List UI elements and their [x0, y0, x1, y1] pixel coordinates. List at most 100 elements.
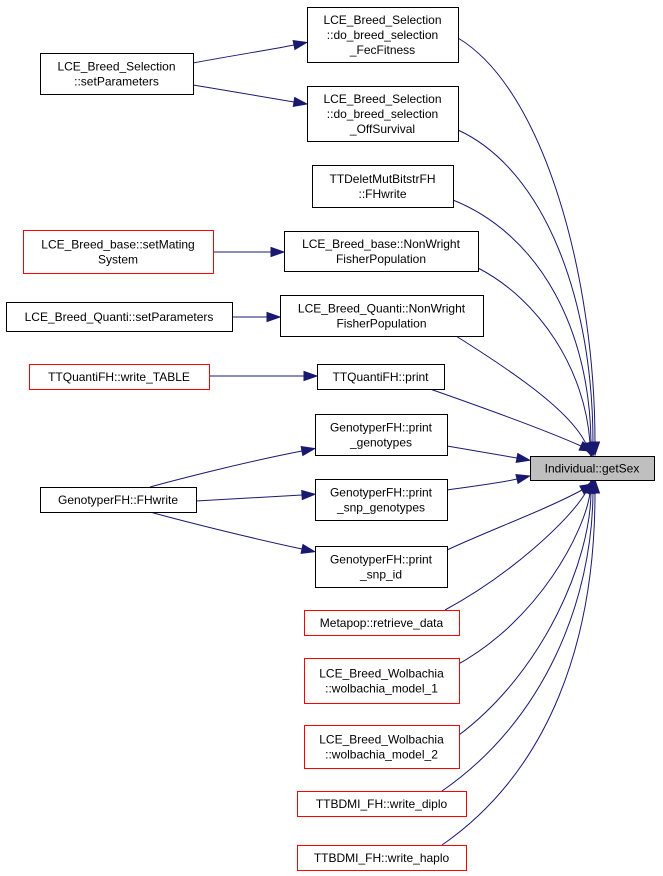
node-label-line: _OffSurvival	[349, 122, 415, 136]
edge-line	[441, 492, 594, 792]
node-sel_off[interactable]: LCE_Breed_Selection::do_breed_selection_…	[307, 86, 459, 142]
edge-line	[446, 478, 518, 491]
edge-ttq_print-to-getsex	[429, 388, 595, 452]
node-base_nonwright[interactable]: LCE_Breed_base::NonWrightFisherPopulatio…	[284, 231, 479, 272]
edge-geno_print_snp_id-to-getsex	[446, 483, 595, 551]
node-ttq_write_table[interactable]: TTQuantiFH::write_TABLE	[29, 364, 210, 390]
edge-line	[455, 335, 587, 445]
node-box	[315, 479, 448, 521]
edge-line	[446, 489, 583, 551]
arrowhead	[515, 452, 532, 464]
edge-line	[149, 450, 303, 488]
edge-sel_setparams-to-sel_fec	[192, 39, 309, 64]
node-label-line: LCE_Breed_Quanti::setParameters	[25, 310, 214, 324]
edge-base_setmating-to-base_nonwright	[213, 246, 286, 258]
edge-ttq_write_table-to-ttq_print	[209, 370, 319, 382]
node-geno_print_genotypes[interactable]: GenotyperFH::print_genotypes	[315, 414, 448, 456]
node-wolb1[interactable]: LCE_Breed_Wolbachia::wolbachia_model_1	[304, 658, 460, 704]
node-label-line: LCE_Breed_Selection	[323, 92, 441, 106]
node-quanti_setparams[interactable]: LCE_Breed_Quanti::setParameters	[6, 302, 233, 332]
node-label-line: FisherPopulation	[336, 252, 426, 266]
node-quanti_nonwright[interactable]: LCE_Breed_Quanti::NonWrightFisherPopulat…	[280, 295, 484, 337]
node-box	[284, 231, 479, 272]
edge-ttbdmi_diplo-to-getsex	[441, 478, 599, 792]
arrowhead	[300, 445, 317, 457]
node-box	[307, 86, 459, 142]
node-label-line: LCE_Breed_base::setMating	[41, 238, 194, 252]
node-box	[317, 364, 445, 390]
arrowhead	[292, 39, 309, 51]
edge-line	[195, 494, 303, 502]
node-metapop[interactable]: Metapop::retrieve_data	[304, 610, 460, 636]
node-label-line: ::wolbachia_model_1	[325, 682, 438, 696]
node-label-line: TTBDMI_FH::write_haplo	[314, 851, 450, 865]
arrowhead	[589, 478, 601, 494]
node-ttbdmi_haplo[interactable]: TTBDMI_FH::write_haplo	[297, 845, 467, 871]
node-label-line: ::wolbachia_model_2	[325, 748, 438, 762]
node-box	[297, 845, 467, 871]
node-geno_print_snp_genotypes[interactable]: GenotyperFH::print_snp_genotypes	[315, 479, 448, 521]
edge-line	[452, 199, 592, 444]
node-label-line: LCE_Breed_Selection	[323, 13, 441, 27]
edge-line	[149, 511, 303, 550]
edge-line	[192, 44, 295, 64]
arrowhead	[266, 311, 282, 323]
node-label-line: LCE_Breed_Wolbachia	[319, 733, 444, 747]
node-label-line: ::setParameters	[74, 75, 159, 89]
edges-layer	[149, 37, 601, 846]
node-label-line: LCE_Breed_Selection	[57, 60, 175, 74]
node-getsex[interactable]: Individual::getSex	[530, 456, 655, 481]
edge-metapop-to-getsex	[444, 479, 594, 611]
node-label-line: LCE_Breed_Wolbachia	[319, 667, 444, 681]
arrowhead	[292, 96, 309, 108]
edge-geno_fhwrite-to-geno_print_snp_id	[149, 511, 317, 554]
node-box	[530, 456, 655, 481]
node-box	[315, 414, 448, 456]
node-box	[304, 610, 460, 636]
edge-sel_setparams-to-sel_off	[192, 84, 309, 108]
node-wolb2[interactable]: LCE_Breed_Wolbachia::wolbachia_model_2	[304, 725, 460, 769]
node-box	[304, 658, 460, 704]
arrowhead	[515, 474, 532, 485]
node-label-line: _snp_id	[359, 568, 402, 582]
arrowhead	[270, 246, 286, 258]
node-geno_print_snp_id[interactable]: GenotyperFH::print_snp_id	[315, 546, 448, 588]
edge-line	[444, 491, 587, 611]
node-label-line: _FecFitness	[349, 43, 415, 57]
node-box	[312, 165, 454, 208]
edge-geno_print_snp_genotypes-to-getsex	[446, 474, 532, 491]
nodes-layer: LCE_Breed_Selection::do_breed_selection_…	[6, 7, 655, 871]
edge-line	[458, 492, 592, 736]
edge-wolb1-to-getsex	[454, 478, 596, 667]
edge-ttbdmi_haplo-to-getsex	[441, 478, 601, 846]
arrowhead	[303, 370, 319, 382]
node-label-line: ::FHwrite	[359, 187, 407, 201]
arrowhead	[301, 489, 317, 501]
node-ttq_print[interactable]: TTQuantiFH::print	[317, 364, 445, 390]
node-sel_fec[interactable]: LCE_Breed_Selection::do_breed_selection_…	[307, 7, 459, 63]
node-sel_setparams[interactable]: LCE_Breed_Selection::setParameters	[40, 53, 194, 95]
node-label-line: LCE_Breed_Quanti::NonWright	[298, 302, 466, 316]
arrowhead	[300, 543, 317, 554]
node-label-line: FisherPopulation	[336, 317, 426, 331]
node-ttbdmi_diplo[interactable]: TTBDMI_FH::write_diplo	[297, 791, 467, 817]
node-label-line: GenotyperFH::FHwrite	[58, 493, 178, 507]
node-box	[315, 546, 448, 588]
node-box	[40, 53, 194, 95]
node-label-line: TTQuantiFH::print	[332, 370, 429, 384]
node-box	[29, 364, 210, 390]
node-label-line: GenotyperFH::print	[330, 421, 433, 435]
node-ttdelet[interactable]: TTDeletMutBitstrFH::FHwrite	[312, 165, 454, 208]
node-label-line: ::do_breed_selection	[327, 107, 438, 121]
edge-sel_fec-to-getsex	[457, 37, 601, 457]
node-label-line: GenotyperFH::print	[330, 486, 433, 500]
edge-line	[429, 388, 582, 447]
edge-line	[446, 445, 518, 459]
node-label-line: Metapop::retrieve_data	[320, 616, 444, 630]
node-label-line: System	[98, 253, 138, 267]
node-label-line: ::do_breed_selection	[327, 28, 438, 42]
node-label-line: _genotypes	[349, 436, 412, 450]
node-geno_fhwrite[interactable]: GenotyperFH::FHwrite	[40, 487, 197, 513]
